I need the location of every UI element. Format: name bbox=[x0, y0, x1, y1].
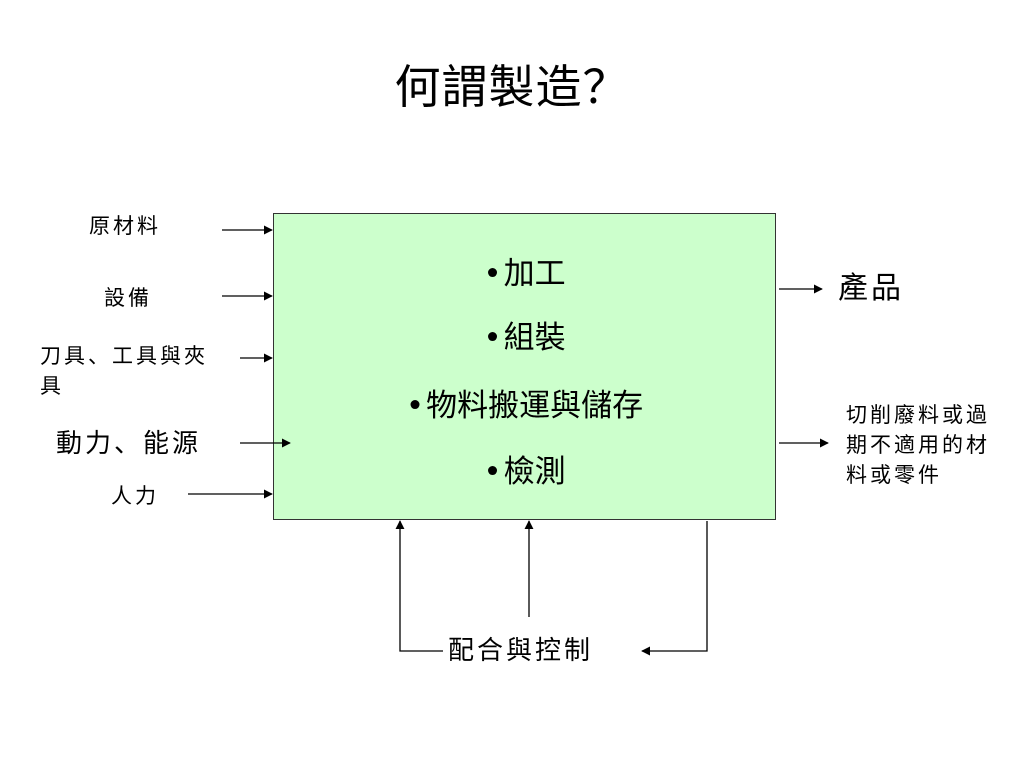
process-item-label: 組裝 bbox=[503, 320, 566, 356]
control-label: 配合與控制 bbox=[448, 636, 594, 666]
input-label-raw-material: 原材料 bbox=[89, 214, 161, 238]
arrow-feedback bbox=[641, 521, 708, 656]
input-label-tooling: 刀具、工具與夾具 bbox=[40, 344, 208, 398]
process-item-label: 物料搬運與儲存 bbox=[426, 388, 644, 424]
output-label-scrap: 切削廢料或過期不適用的材料或零件 bbox=[846, 403, 990, 487]
input-label-power: 動力、能源 bbox=[56, 429, 202, 459]
process-item-material-handling: •物料搬運與儲存 bbox=[273, 386, 776, 426]
process-item-inspection: •檢測 bbox=[273, 452, 776, 492]
manufacturing-process-box bbox=[273, 213, 776, 520]
process-item-processing: •加工 bbox=[273, 254, 776, 294]
process-item-label: 加工 bbox=[503, 256, 566, 292]
input-label-labor: 人力 bbox=[111, 484, 159, 508]
arrow-control-left bbox=[395, 520, 443, 652]
input-label-equipment: 設備 bbox=[104, 286, 152, 310]
bullet-glyph: • bbox=[483, 320, 502, 356]
process-item-assembly: •組裝 bbox=[273, 318, 776, 358]
output-label-product: 產品 bbox=[838, 271, 904, 306]
process-item-label: 檢測 bbox=[503, 454, 566, 490]
slide-title: 何謂製造？ bbox=[394, 60, 630, 114]
bullet-glyph: • bbox=[405, 388, 425, 424]
bullet-glyph: • bbox=[483, 454, 502, 490]
bullet-glyph: • bbox=[483, 256, 502, 292]
